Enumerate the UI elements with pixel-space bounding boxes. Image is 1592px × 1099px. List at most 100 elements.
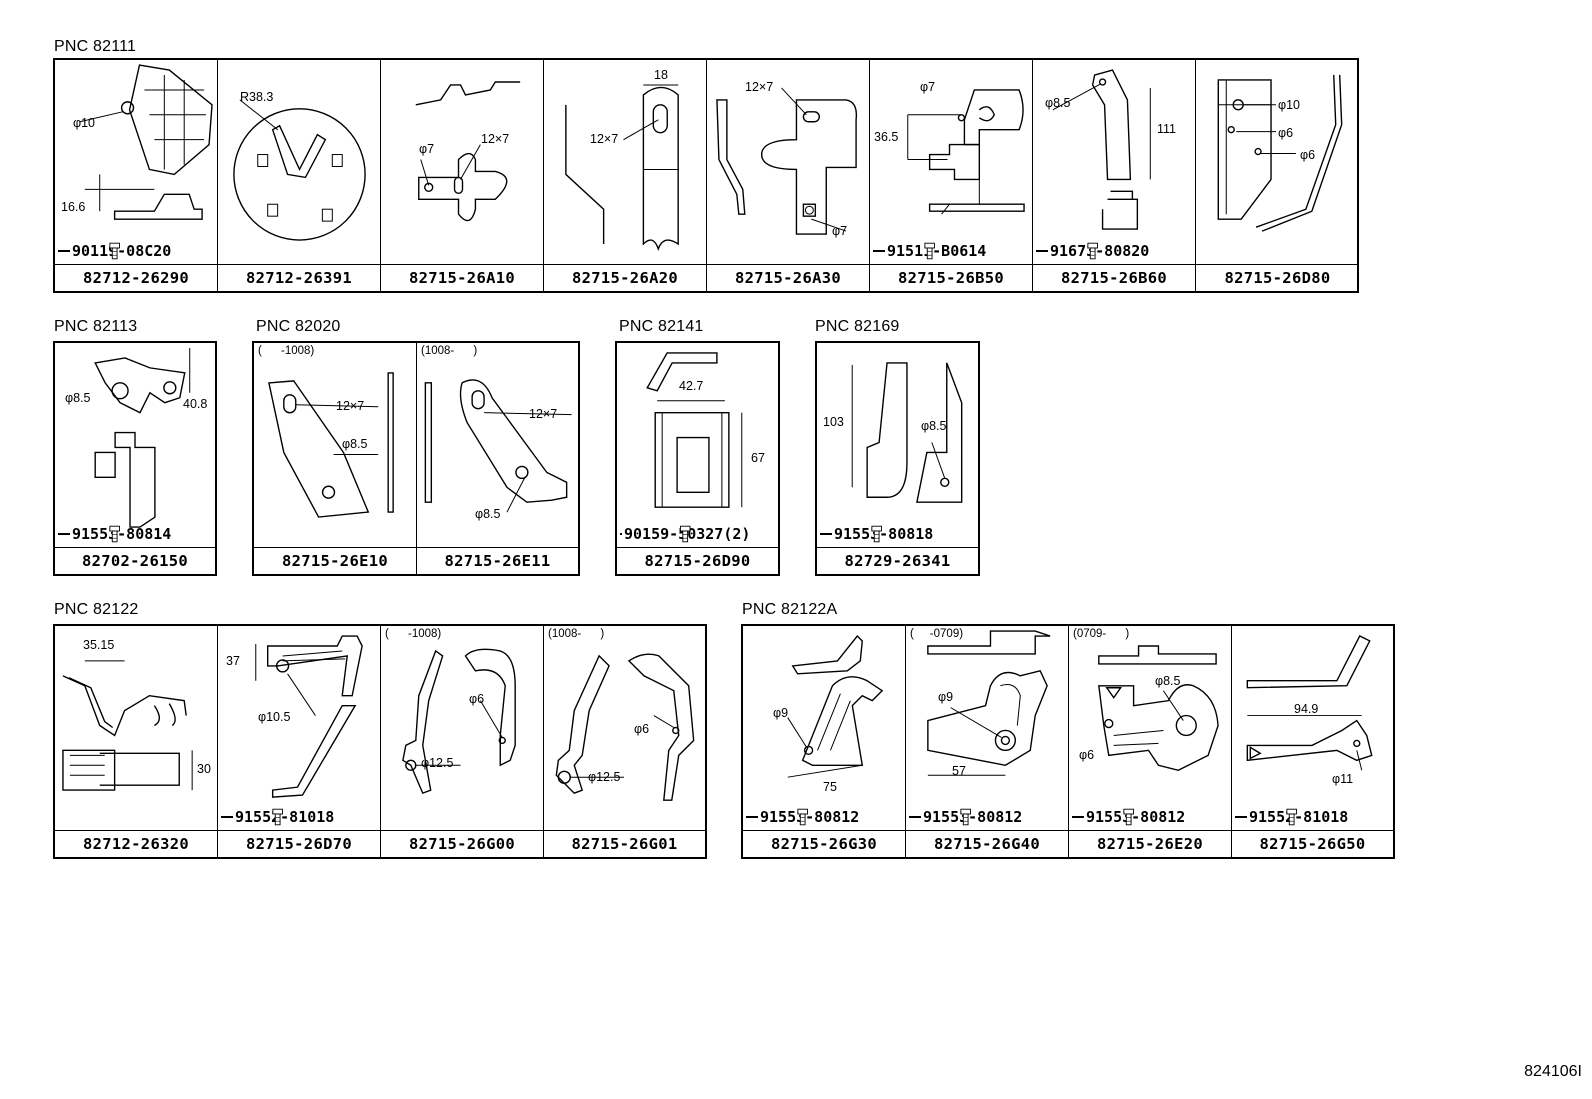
part-number: 82715-26A30 xyxy=(707,264,869,291)
bolt-icon xyxy=(679,525,691,543)
dimension-label: φ12.5 xyxy=(421,756,454,770)
pnc-label-82169: PNC 82169 xyxy=(815,318,900,335)
dimension-label: 12×7 xyxy=(529,407,558,421)
bolt-icon xyxy=(109,525,120,543)
dimension-label: 30 xyxy=(197,762,211,776)
bolt-callout: 91553-80818 xyxy=(820,525,933,543)
part-number: 82715-26B50 xyxy=(870,264,1032,291)
part-drawing: 18 12×7 xyxy=(544,60,706,264)
serial-range: (0709- ) xyxy=(1073,628,1130,640)
dimension-label: 12×7 xyxy=(745,80,774,94)
serial-range: ( -1008) xyxy=(258,345,315,357)
part-number: 82715-26G01 xyxy=(544,830,705,857)
dimension-label: φ9 xyxy=(938,690,954,704)
part-cell[interactable]: 18 12×7 82715-26A20 xyxy=(544,60,707,291)
part-number: 82715-26G00 xyxy=(381,830,543,857)
part-number: 82712-26391 xyxy=(218,264,380,291)
bolt-callout: 91511-B0614 xyxy=(873,242,986,260)
part-cell[interactable]: ( -0709) φ9 57 91553-80812 82715-26G40 xyxy=(906,626,1069,857)
part-cell[interactable]: (1008- ) φ6 φ12.5 82715-26G01 xyxy=(544,626,705,857)
dimension-label: φ8.5 xyxy=(475,507,501,521)
part-cell[interactable]: ( -1008) φ6 φ12.5 82715-26G00 xyxy=(381,626,544,857)
dimension-label: 103 xyxy=(823,415,844,429)
part-number: 82715-26D90 xyxy=(617,547,778,574)
dimension-label: φ8.5 xyxy=(65,391,91,405)
pnc-label-82141: PNC 82141 xyxy=(619,318,704,335)
bolt-callout: 91553-80812 xyxy=(909,808,1022,826)
part-cell[interactable]: 12×7 φ7 82715-26A30 xyxy=(707,60,870,291)
dimension-label: φ8.5 xyxy=(1045,96,1071,110)
part-cell[interactable]: φ9 75 91553-80812 82715-26G30 xyxy=(743,626,906,857)
part-cell[interactable]: φ10 φ6 φ6 82715-26D80 xyxy=(1196,60,1359,291)
bolt-icon xyxy=(960,808,971,826)
part-drawing: R38.3 xyxy=(218,60,380,264)
part-drawing: φ7 12×7 xyxy=(381,60,543,264)
dimension-label: 16.6 xyxy=(61,200,86,214)
dimension-label: φ11 xyxy=(1332,772,1354,786)
pnc-label-82122a: PNC 82122A xyxy=(742,601,838,618)
bolt-icon xyxy=(924,242,935,260)
part-cell[interactable]: 103 φ8.5 91553-80818 82729-26341 xyxy=(817,343,978,574)
pnc-label-82111: PNC 82111 xyxy=(54,38,137,55)
dimension-label: 94.9 xyxy=(1294,702,1319,716)
part-cell[interactable]: R38.3 82712-26391 xyxy=(218,60,381,291)
bolt-callout: 91553-80812 xyxy=(1072,808,1185,826)
part-cell[interactable]: 37 φ10.5 91552-81018 82715-26D70 xyxy=(218,626,381,857)
part-number: 82715-26G30 xyxy=(743,830,905,857)
bolt-callout: 91673-80820 xyxy=(1036,242,1149,260)
part-cell[interactable]: 42.7 67 90159-50327(2) 82715-26D90 xyxy=(617,343,778,574)
part-drawing: φ10 16.6 90119-08C20 xyxy=(55,60,217,264)
part-drawing: ( -0709) φ9 57 91553-80812 xyxy=(906,626,1068,830)
pnc-label-82122: PNC 82122 xyxy=(54,601,139,618)
part-cell[interactable]: φ7 36.5 91511-B0614 82715-26B50 xyxy=(870,60,1033,291)
part-group-82111: φ10 16.6 90119-08C20 82712-26290 R38.3 8… xyxy=(53,58,1359,293)
pnc-label-82113: PNC 82113 xyxy=(54,318,138,335)
dimension-label: φ7 xyxy=(419,142,435,156)
part-number: 82715-26D70 xyxy=(218,830,380,857)
part-number: 82712-26320 xyxy=(55,830,217,857)
part-number: 82729-26341 xyxy=(817,547,978,574)
dimension-label: φ8.5 xyxy=(342,437,368,451)
dimension-label: 67 xyxy=(751,451,765,465)
dimension-label: 37 xyxy=(226,654,240,668)
part-drawing: 103 φ8.5 91553-80818 xyxy=(817,343,978,547)
part-cell[interactable]: ( -1008) 12×7 φ8.5 82715-26E10 xyxy=(254,343,417,574)
part-cell[interactable]: φ8.5 111 91673-80820 82715-26B60 xyxy=(1033,60,1196,291)
part-group-82122: 35.15 30 82712-26320 37 φ10.5 91552-8101… xyxy=(53,624,707,859)
bolt-callout: 91552-81018 xyxy=(221,808,334,826)
dimension-label: 111 xyxy=(1157,122,1177,136)
part-drawing: 12×7 φ7 xyxy=(707,60,869,264)
dimension-label: φ6 xyxy=(1300,148,1316,162)
dimension-label: φ8.5 xyxy=(1155,674,1181,688)
dimension-label: φ10 xyxy=(73,116,96,130)
part-number: 82715-26B60 xyxy=(1033,264,1195,291)
part-cell[interactable]: φ10 16.6 90119-08C20 82712-26290 xyxy=(55,60,218,291)
bolt-icon xyxy=(871,525,882,543)
dimension-label: φ7 xyxy=(920,80,936,94)
dimension-label: 18 xyxy=(654,68,668,82)
part-drawing: (1008- ) 12×7 φ8.5 xyxy=(417,343,578,547)
part-number: 82715-26A10 xyxy=(381,264,543,291)
part-drawing: φ8.5 40.8 91553-80814 xyxy=(55,343,215,547)
part-drawing: φ8.5 111 91673-80820 xyxy=(1033,60,1195,264)
bolt-icon xyxy=(797,808,808,826)
part-cell[interactable]: 35.15 30 82712-26320 xyxy=(55,626,218,857)
part-cell[interactable]: φ8.5 40.8 91553-80814 82702-26150 xyxy=(55,343,215,574)
part-cell[interactable]: φ7 12×7 82715-26A10 xyxy=(381,60,544,291)
part-cell[interactable]: (1008- ) 12×7 φ8.5 82715-26E11 xyxy=(417,343,578,574)
dimension-label: 40.8 xyxy=(183,397,208,411)
part-group-82122a: φ9 75 91553-80812 82715-26G30 ( -0709) φ… xyxy=(741,624,1395,859)
bolt-icon xyxy=(272,808,283,826)
serial-range: ( -1008) xyxy=(385,628,442,640)
part-drawing: 35.15 30 xyxy=(55,626,217,830)
part-drawing: 37 φ10.5 91552-81018 xyxy=(218,626,380,830)
dimension-label: 12×7 xyxy=(481,132,510,146)
part-drawing: φ9 75 91553-80812 xyxy=(743,626,905,830)
dimension-label: 57 xyxy=(952,764,966,778)
bolt-callout: 90159-50327(2) xyxy=(620,525,750,543)
part-cell[interactable]: 94.9 φ11 91552-81018 82715-26G50 xyxy=(1232,626,1393,857)
part-group-82113: φ8.5 40.8 91553-80814 82702-26150 xyxy=(53,341,217,576)
pnc-label-82020: PNC 82020 xyxy=(256,318,341,335)
part-number: 82715-26G40 xyxy=(906,830,1068,857)
part-cell[interactable]: (0709- ) φ8.5 φ6 91553-80812 82715-26E20 xyxy=(1069,626,1232,857)
